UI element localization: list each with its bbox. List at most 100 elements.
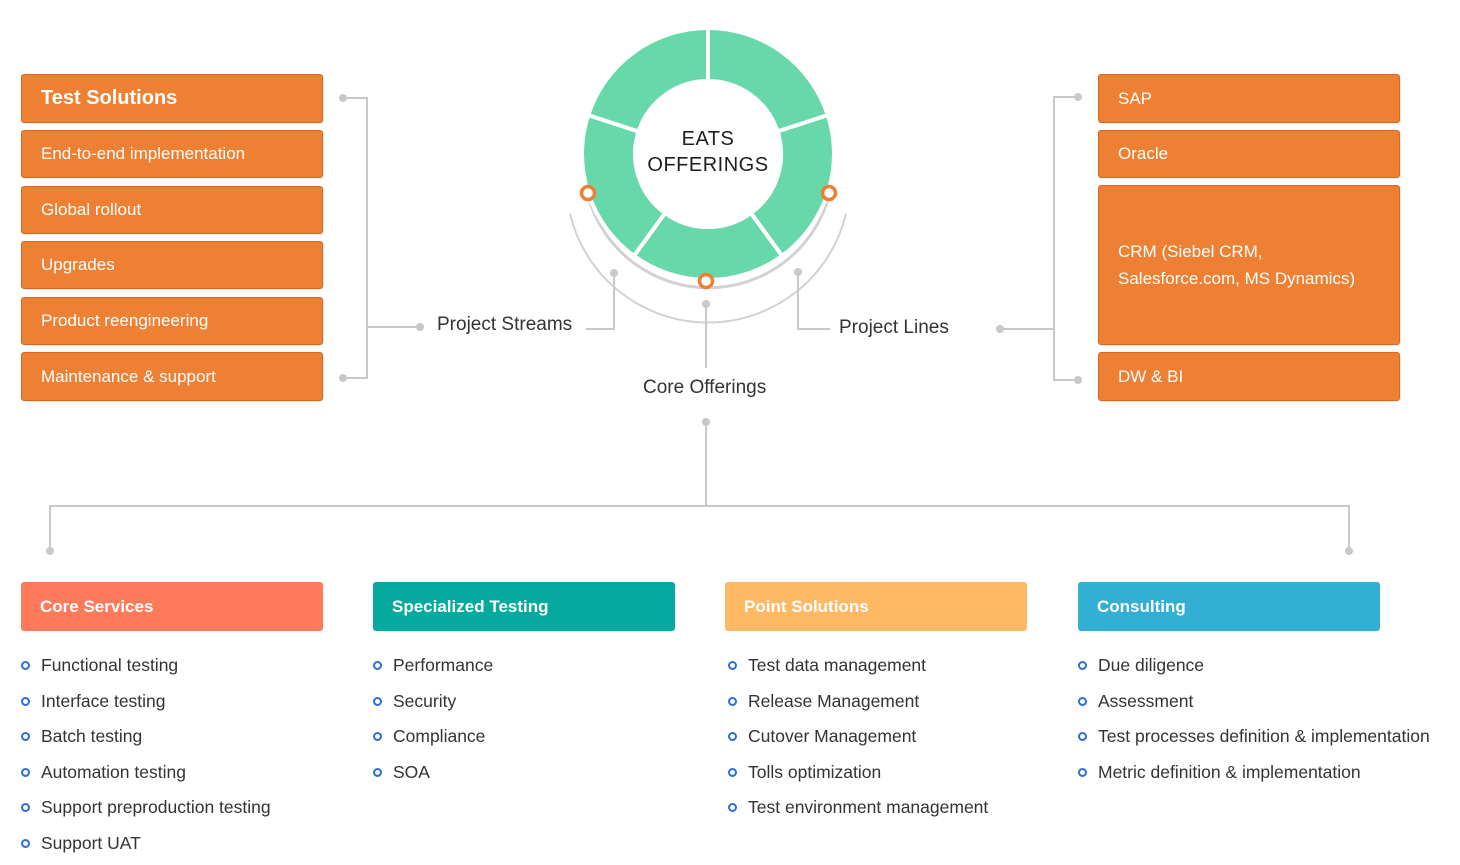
list-item-label: Tolls optimization: [748, 762, 881, 782]
dot: [610, 269, 618, 277]
core-services-list: Functional testing Interface testing Bat…: [21, 652, 271, 865]
list-item: Test data management: [728, 652, 988, 688]
line-item-crm[interactable]: CRM (Siebel CRM, Salesforce.com, MS Dyna…: [1098, 185, 1400, 345]
list-item: Support preproduction testing: [21, 794, 271, 830]
core-offerings-label: Core Offerings: [643, 377, 766, 399]
category-specialized-testing[interactable]: Specialized Testing: [373, 582, 675, 631]
circle-bullet-icon: [728, 803, 737, 812]
list-item: Due diligence: [1078, 652, 1430, 688]
dot: [416, 323, 424, 331]
stream-item-maintenance[interactable]: Maintenance & support: [21, 352, 323, 401]
list-item-label: Metric definition & implementation: [1098, 762, 1361, 782]
list-item-label: Due diligence: [1098, 655, 1204, 675]
list-item: Security: [373, 688, 493, 724]
category-core-services[interactable]: Core Services: [21, 582, 323, 631]
stream-item-end-to-end[interactable]: End-to-end implementation: [21, 130, 323, 178]
list-item-label: Performance: [393, 655, 493, 675]
circle-bullet-icon: [728, 697, 737, 706]
center-title: EATS OFFERINGS: [628, 126, 788, 178]
center-title-line2: OFFERINGS: [628, 152, 788, 178]
list-item: SOA: [373, 759, 493, 795]
marker-left: [582, 187, 595, 200]
left-bracket: [343, 98, 367, 378]
project-streams-label: Project Streams: [437, 314, 572, 336]
line-item-dw-bi[interactable]: DW & BI: [1098, 352, 1400, 401]
stream-item-global-rollout[interactable]: Global rollout: [21, 186, 323, 234]
stream-item-test-solutions[interactable]: Test Solutions: [21, 74, 323, 123]
circle-bullet-icon: [1078, 768, 1087, 777]
circle-bullet-icon: [373, 732, 382, 741]
list-item: Batch testing: [21, 723, 271, 759]
dot: [1074, 376, 1082, 384]
list-item-label: Automation testing: [41, 762, 186, 782]
circle-bullet-icon: [21, 697, 30, 706]
bottom-bus: [50, 506, 1349, 551]
dot: [339, 94, 347, 102]
streams-link: [586, 273, 614, 329]
circle-bullet-icon: [21, 839, 30, 848]
dot: [46, 547, 54, 555]
marker-bottom: [700, 275, 713, 288]
center-title-line1: EATS: [628, 126, 788, 152]
list-item-label: Cutover Management: [748, 726, 916, 746]
list-item: Automation testing: [21, 759, 271, 795]
right-bracket: [1054, 97, 1078, 380]
list-item-label: Interface testing: [41, 691, 166, 711]
circle-bullet-icon: [728, 732, 737, 741]
list-item: Metric definition & implementation: [1078, 759, 1430, 795]
list-item-label: SOA: [393, 762, 430, 782]
line-item-sap[interactable]: SAP: [1098, 74, 1400, 123]
circle-bullet-icon: [728, 661, 737, 670]
circle-bullet-icon: [728, 768, 737, 777]
circle-bullet-icon: [21, 732, 30, 741]
list-item-label: Test environment management: [748, 797, 988, 817]
specialized-testing-list: Performance Security Compliance SOA: [373, 652, 493, 794]
circle-bullet-icon: [1078, 697, 1087, 706]
dot: [996, 325, 1004, 333]
dot: [1074, 93, 1082, 101]
circle-bullet-icon: [373, 768, 382, 777]
list-item: Functional testing: [21, 652, 271, 688]
circle-bullet-icon: [1078, 661, 1087, 670]
stream-item-product-reengineering[interactable]: Product reengineering: [21, 297, 323, 345]
circle-bullet-icon: [1078, 732, 1087, 741]
dot: [702, 300, 710, 308]
list-item-label: Assessment: [1098, 691, 1193, 711]
list-item: Performance: [373, 652, 493, 688]
list-item: Support UAT: [21, 830, 271, 865]
list-item-label: Security: [393, 691, 456, 711]
circle-bullet-icon: [21, 661, 30, 670]
dot: [1345, 547, 1353, 555]
list-item: Compliance: [373, 723, 493, 759]
list-item-label: Test data management: [748, 655, 926, 675]
list-item-label: Support UAT: [41, 833, 141, 853]
dot: [794, 268, 802, 276]
line-item-oracle[interactable]: Oracle: [1098, 130, 1400, 178]
list-item-label: Release Management: [748, 691, 919, 711]
list-item: Tolls optimization: [728, 759, 988, 795]
stream-item-upgrades[interactable]: Upgrades: [21, 241, 323, 289]
circle-bullet-icon: [21, 768, 30, 777]
list-item-label: Test processes definition & implementati…: [1098, 726, 1430, 746]
category-consulting[interactable]: Consulting: [1078, 582, 1380, 631]
dot: [339, 374, 347, 382]
list-item: Test environment management: [728, 794, 988, 830]
list-item: Interface testing: [21, 688, 271, 724]
point-solutions-list: Test data management Release Management …: [728, 652, 988, 830]
project-lines-label: Project Lines: [839, 317, 949, 339]
dot: [702, 418, 710, 426]
lines-link: [798, 272, 830, 329]
list-item-label: Batch testing: [41, 726, 142, 746]
list-item-label: Compliance: [393, 726, 485, 746]
list-item-label: Support preproduction testing: [41, 797, 271, 817]
circle-bullet-icon: [373, 697, 382, 706]
consulting-list: Due diligence Assessment Test processes …: [1078, 652, 1430, 794]
category-point-solutions[interactable]: Point Solutions: [725, 582, 1027, 631]
list-item-label: Functional testing: [41, 655, 178, 675]
circle-bullet-icon: [373, 661, 382, 670]
marker-right: [823, 187, 836, 200]
circle-bullet-icon: [21, 803, 30, 812]
list-item: Release Management: [728, 688, 988, 724]
list-item: Test processes definition & implementati…: [1078, 723, 1430, 759]
list-item: Cutover Management: [728, 723, 988, 759]
